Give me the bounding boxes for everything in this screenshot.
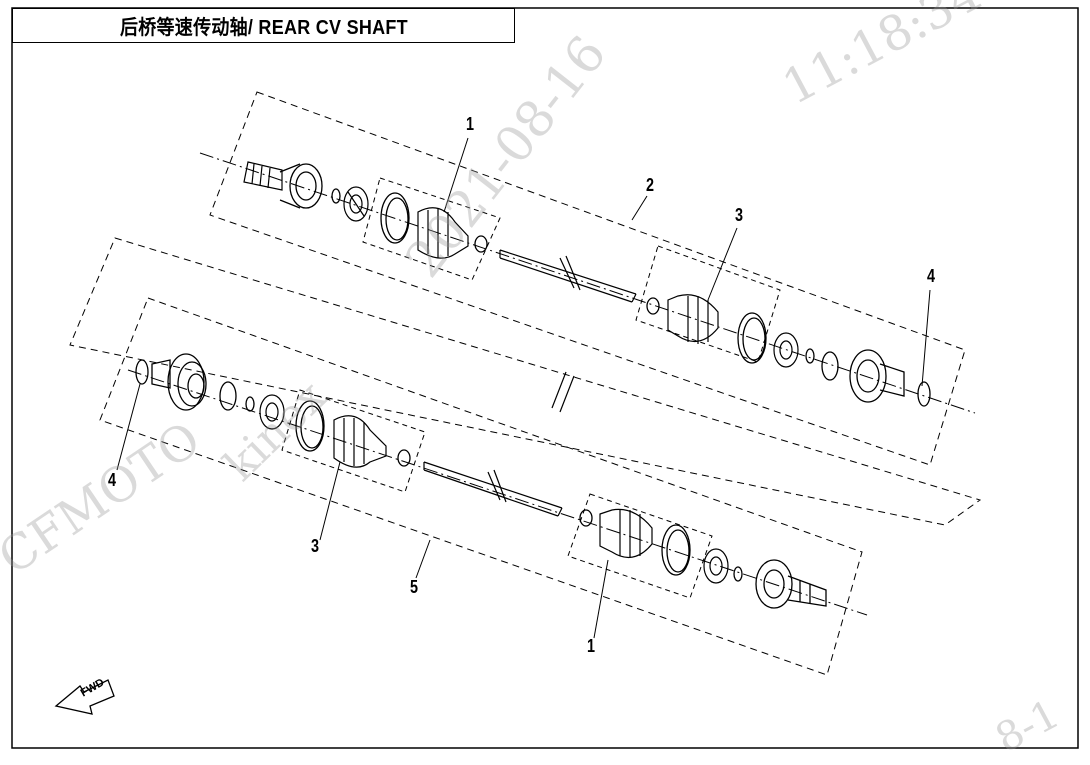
leader-lower-3 — [319, 461, 341, 541]
upper-clamp-large — [380, 192, 410, 244]
callout-upper-2: 2 — [646, 175, 655, 195]
lower-circlip — [219, 381, 237, 411]
leader-lower-1 — [593, 559, 609, 639]
upper-small-ring — [474, 235, 488, 253]
leader-lower-4 — [116, 383, 141, 471]
title-box: 后桥等速传动轴/ REAR CV SHAFT — [12, 8, 515, 43]
lower-boot-kit-box — [281, 389, 426, 493]
upper-inner-cage — [773, 332, 799, 368]
lower-cv-kit-box — [567, 493, 713, 599]
lower-cage — [259, 394, 285, 430]
lower-clamp — [295, 400, 325, 452]
callout-upper-4: 4 — [927, 266, 936, 286]
break-mark-2 — [559, 375, 575, 413]
lower-shaft-assembly — [69, 237, 982, 676]
lower-outer-box — [69, 237, 982, 526]
lower-snap-ring — [135, 359, 149, 385]
upper-inner-housing — [849, 349, 905, 403]
upper-cage — [343, 186, 369, 222]
upper-clip-2 — [805, 348, 815, 364]
upper-snap-ring — [917, 381, 931, 407]
upper-circlip — [821, 351, 839, 381]
upper-shaft-assembly — [199, 91, 976, 466]
lower-small-ring — [397, 449, 411, 467]
lower-boot-2 — [599, 508, 653, 559]
upper-boot-2 — [667, 294, 719, 344]
upper-axis — [199, 152, 976, 414]
fwd-arrow-icon — [54, 679, 115, 715]
upper-cv-kit-box — [362, 177, 501, 281]
diagram-title: 后桥等速传动轴/ REAR CV SHAFT — [119, 17, 408, 39]
lower-clip — [245, 396, 255, 412]
lower-boot — [333, 415, 387, 468]
leader-lower-5 — [415, 539, 431, 579]
upper-boot — [417, 207, 469, 259]
callout-upper-3: 3 — [735, 205, 744, 225]
upper-clip — [331, 188, 341, 204]
callout-lower-4: 4 — [108, 470, 117, 490]
leader-upper-4 — [921, 289, 931, 387]
upper-clamp-2 — [737, 312, 767, 364]
lower-cage-2 — [703, 548, 729, 584]
outer-border — [11, 7, 1079, 749]
callout-lower-1: 1 — [587, 636, 596, 656]
upper-small-ring-2 — [646, 297, 660, 315]
break-mark-1 — [551, 371, 567, 409]
callout-lower-5: 5 — [410, 577, 419, 597]
leader-upper-3 — [707, 227, 738, 301]
upper-outer-housing — [279, 163, 323, 209]
callout-upper-1: 1 — [466, 114, 475, 134]
leader-upper-2 — [631, 195, 648, 221]
lower-inner-housing — [151, 353, 207, 411]
leader-upper-1 — [443, 137, 469, 213]
upper-shaft-bar — [499, 249, 637, 303]
lower-small-ring-2 — [579, 509, 593, 527]
lower-clip-2 — [733, 566, 743, 582]
upper-outer-stub — [243, 161, 283, 191]
lower-assembly-box — [99, 297, 863, 676]
lower-clamp-2 — [661, 524, 691, 576]
callout-lower-3: 3 — [311, 536, 320, 556]
lower-outer-housing — [755, 559, 827, 609]
lower-shaft-bar — [423, 461, 563, 517]
